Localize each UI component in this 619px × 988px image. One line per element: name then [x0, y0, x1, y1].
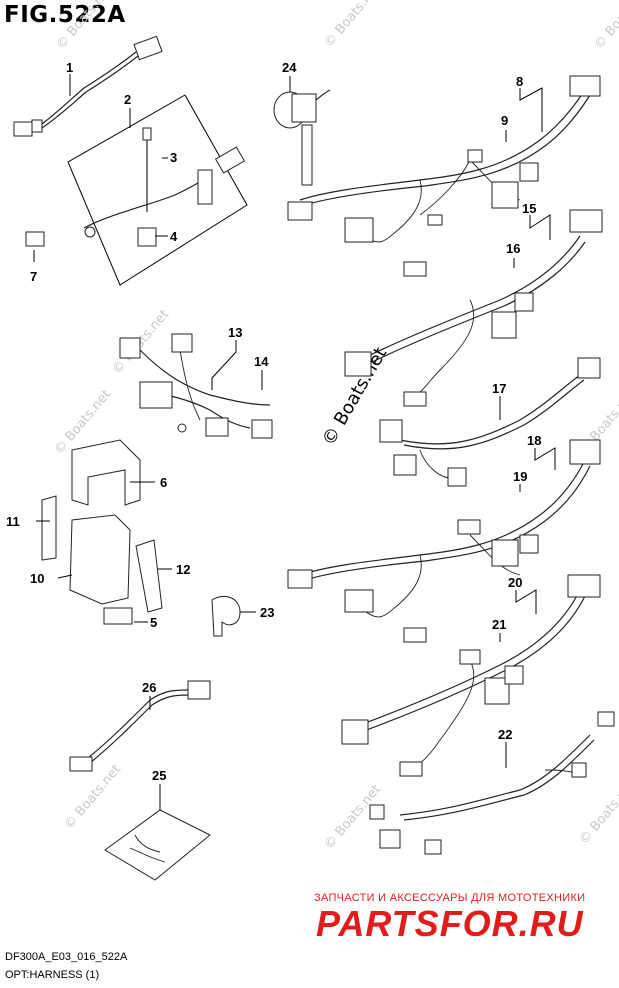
part-10-ecu: [69, 514, 131, 605]
part-5-pad: [103, 607, 133, 625]
part-23-clip: [211, 596, 241, 637]
callout-11: 11: [6, 514, 20, 529]
callout-8: 8: [516, 74, 523, 89]
callout-22: 22: [498, 727, 512, 742]
part-6-cover: [71, 439, 141, 506]
watermark: © Boats.net: [62, 762, 124, 832]
callout-10: 10: [30, 571, 44, 586]
watermark: © Boats.net: [577, 777, 619, 847]
part-24-buzzer: [273, 89, 331, 186]
part-1-harness: [13, 35, 163, 137]
callout-3: 3: [170, 150, 177, 165]
callout-14: 14: [254, 354, 269, 369]
leaders: [33, 74, 556, 810]
callout-1: 1: [66, 60, 73, 75]
part-12-bracket: [135, 539, 163, 613]
part-2-kit: [67, 94, 248, 286]
callout-4: 4: [170, 229, 178, 244]
callout-18: 18: [527, 433, 541, 448]
callout-24: 24: [282, 60, 297, 75]
watermark: © Boats.net: [110, 307, 172, 377]
callout-2: 2: [124, 92, 131, 107]
part-11-bracket: [41, 495, 57, 561]
callout-23: 23: [260, 605, 274, 620]
callout-7: 7: [30, 269, 37, 284]
part-8-harness: [287, 75, 601, 277]
callout-13: 13: [228, 325, 242, 340]
callout-6: 6: [160, 475, 167, 490]
figure-caption: OPT:HARNESS (1): [5, 969, 100, 981]
callout-12: 12: [176, 562, 190, 577]
callout-16: 16: [506, 241, 520, 256]
callout-17: 17: [492, 381, 506, 396]
callout-26: 26: [142, 680, 156, 695]
part-25-bag: [104, 809, 211, 881]
brand-logo[interactable]: PARTSFOR.RU: [316, 903, 584, 944]
callout-19: 19: [513, 469, 527, 484]
part-15-harness: [344, 209, 603, 407]
part-7-cap: [25, 231, 45, 247]
callout-25: 25: [152, 768, 166, 783]
callout-21: 21: [492, 617, 506, 632]
part-20-harness: [341, 574, 601, 777]
part-22-harness: [369, 711, 615, 855]
brand-tagline: ЗАПЧАСТИ И АКСЕССУАРЫ ДЛЯ МОТОТЕХНИКИ: [314, 892, 586, 904]
part-18-harness: [287, 439, 601, 643]
callout-5: 5: [150, 615, 157, 630]
figure-title: FIG.522A: [4, 2, 126, 28]
watermark: © Boats.net: [592, 0, 619, 53]
part-17-harness: [379, 357, 601, 487]
watermark: © Boats.net: [54, 0, 116, 53]
callout-9: 9: [501, 113, 508, 128]
callout-15: 15: [522, 201, 536, 216]
part-13-harness: [119, 333, 273, 439]
callout-20: 20: [508, 575, 522, 590]
figure-model-code: DF300A_E03_016_522A: [5, 951, 128, 963]
watermark: © Boats.net: [322, 0, 384, 51]
callout-labels: 1 2 3 4 5 6 7 8 9 10 11 12 13 14 15 16 1…: [6, 60, 541, 783]
part-26-cable: [69, 680, 211, 772]
